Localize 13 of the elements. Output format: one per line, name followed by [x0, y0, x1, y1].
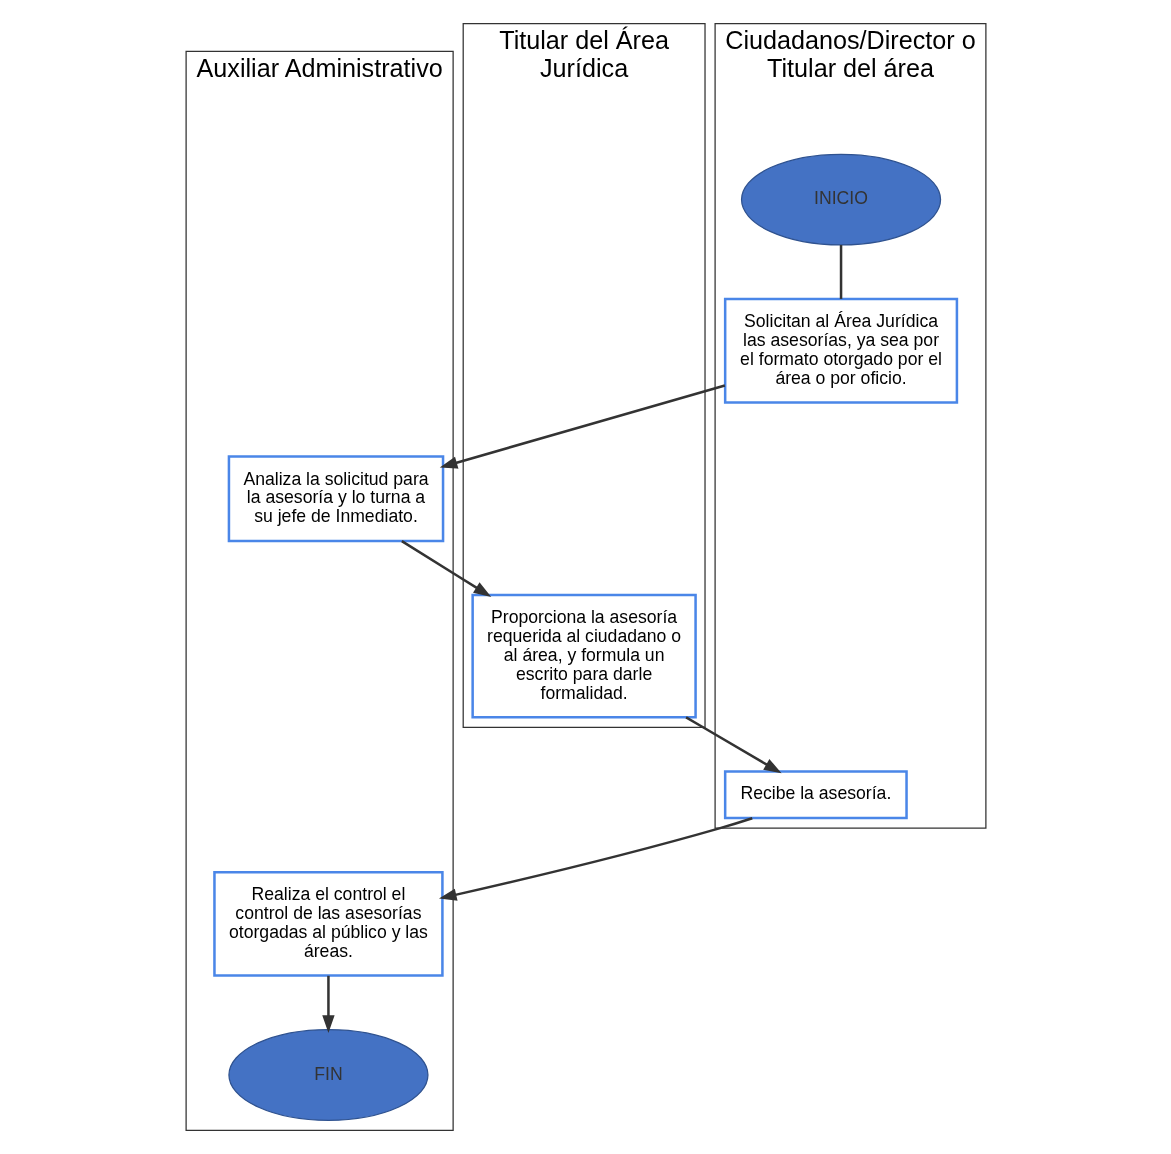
connector	[839, 245, 842, 299]
arrow	[400, 540, 491, 597]
node-ellipse: FIN	[227, 1028, 429, 1121]
arrow	[684, 716, 782, 774]
arrow	[321, 975, 335, 1033]
arrow	[438, 817, 753, 901]
node-box: Analiza la solicitud para la asesoría y lo turna a su jefe de Inmediato.	[227, 455, 444, 543]
node-box: Realiza el control el control de las asesorías otorgadas al público y las áreas.	[212, 870, 444, 977]
node-ellipse: INICIO	[740, 153, 941, 246]
node-box: Solicitan al Área Jurídica las asesorías, ya sea por el formato otorgado por el área o por oficio.	[723, 297, 958, 404]
arrow	[439, 384, 725, 469]
node-box: Proporciona la asesoría requerida al ciudadano o al área, y formula un escrito para darle formalidad.	[470, 593, 697, 719]
node-box: Recibe la asesoría.	[723, 770, 908, 820]
